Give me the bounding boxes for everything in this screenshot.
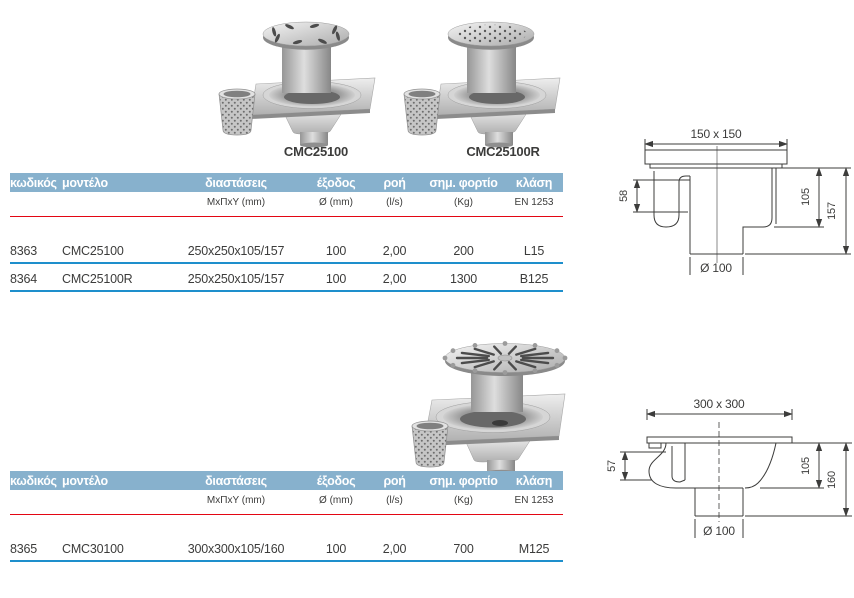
subheader-code <box>10 192 62 217</box>
col-header-class: κλάση <box>505 173 563 192</box>
drawing1-dimensions: 150 x 150 58 105 157 Ø 100 <box>618 127 851 275</box>
cell-dimensions: 250x250x105/157 <box>167 236 305 264</box>
cell-load: 1300 <box>422 263 505 292</box>
grate-disc-slotted <box>262 21 350 50</box>
dim-body-height: 105 <box>800 188 812 206</box>
col-header-outlet: έξοδος <box>305 173 367 192</box>
subheader-class: EN 1253 <box>505 490 563 515</box>
cell-flow: 2,00 <box>367 534 422 562</box>
col-header-flow: ροή <box>367 173 422 192</box>
subheader-flow: (l/s) <box>367 192 422 217</box>
grate-disc-perforated <box>447 21 535 50</box>
grate-disc-sunburst <box>442 341 568 376</box>
table2-row-8365: 8365 CMC30100 300x300x105/160 100 2,00 7… <box>10 534 563 562</box>
col-header-load: σημ. φορτίο <box>422 471 505 490</box>
col-header-outlet: έξοδος <box>305 471 367 490</box>
table2-subheader-row: MxΠxY (mm) Ø (mm) (l/s) (Kg) EN 1253 <box>10 490 563 515</box>
table2-spacer-row <box>10 515 563 535</box>
cell-model: CMC30100 <box>62 534 167 562</box>
col-header-dimensions: διαστάσεις <box>167 173 305 192</box>
product-photo-cmc25100r <box>403 21 561 148</box>
basket-strainer <box>218 88 256 136</box>
cell-dimensions: 300x300x105/160 <box>167 534 305 562</box>
cell-class: B125 <box>505 263 563 292</box>
product-label-cmc25100r: CMC25100R <box>466 144 540 159</box>
cell-outlet: 100 <box>305 263 367 292</box>
cell-model: CMC25100 <box>62 236 167 264</box>
subheader-model <box>62 490 167 515</box>
dimension-drawing-cmc25100: 150 x 150 58 105 157 Ø 100 <box>618 127 851 275</box>
cell-load: 700 <box>422 534 505 562</box>
drawing2-dimensions: 300 x 300 57 105 160 Ø 100 <box>606 397 852 538</box>
col-header-model: μοντέλο <box>62 471 167 490</box>
subheader-flow: (l/s) <box>367 490 422 515</box>
table1-spacer-row <box>10 217 563 237</box>
basket-strainer <box>411 420 449 468</box>
product-label-cmc25100: CMC25100 <box>283 144 349 159</box>
product-photo-cmc30100 <box>411 341 568 473</box>
col-header-flow: ροή <box>367 471 422 490</box>
table2-header-row: κωδικός μοντέλο διαστάσεις έξοδος ροή ση… <box>10 471 563 490</box>
table1-subheader-row: MxΠxY (mm) Ø (mm) (l/s) (Kg) EN 1253 <box>10 192 563 217</box>
dim-flange-size: 150 x 150 <box>691 127 742 141</box>
cell-dimensions: 250x250x105/157 <box>167 263 305 292</box>
basket-strainer <box>403 88 441 136</box>
subheader-load: (Kg) <box>422 490 505 515</box>
cell-outlet: 100 <box>305 534 367 562</box>
dim-body-height: 105 <box>800 457 812 475</box>
dim-total-height: 160 <box>826 471 838 489</box>
spec-table-1: κωδικός μοντέλο διαστάσεις έξοδος ροή ση… <box>10 173 563 292</box>
cell-class: L15 <box>505 236 563 264</box>
dim-inlet-height: 57 <box>606 460 618 472</box>
cell-flow: 2,00 <box>367 263 422 292</box>
table1-header-row: κωδικός μοντέλο διαστάσεις έξοδος ροή ση… <box>10 173 563 192</box>
subheader-outlet: Ø (mm) <box>305 490 367 515</box>
dim-inlet-height: 58 <box>618 190 630 202</box>
cell-class: M125 <box>505 534 563 562</box>
product-photo-cmc25100 <box>218 21 376 148</box>
dim-outlet-diameter: Ø 100 <box>700 261 732 275</box>
cell-flow: 2,00 <box>367 236 422 264</box>
drawing1-geometry <box>633 146 788 263</box>
subheader-model <box>62 192 167 217</box>
subheader-code <box>10 490 62 515</box>
subheader-dimensions: MxΠxY (mm) <box>167 490 305 515</box>
drawing2-geometry <box>646 422 793 522</box>
table1-row-8364: 8364 CMC25100R 250x250x105/157 100 2,00 … <box>10 263 563 292</box>
subheader-dimensions: MxΠxY (mm) <box>167 192 305 217</box>
dim-outlet-diameter: Ø 100 <box>703 524 735 538</box>
col-header-model: μοντέλο <box>62 173 167 192</box>
dimension-drawing-cmc30100: 300 x 300 57 105 160 Ø 100 <box>606 397 852 538</box>
col-header-code: κωδικός <box>10 471 62 490</box>
table1-row-8363: 8363 CMC25100 250x250x105/157 100 2,00 2… <box>10 236 563 264</box>
cell-load: 200 <box>422 236 505 264</box>
dim-total-height: 157 <box>826 202 838 220</box>
subheader-outlet: Ø (mm) <box>305 192 367 217</box>
spec-table-2: κωδικός μοντέλο διαστάσεις έξοδος ροή ση… <box>10 471 563 562</box>
dim-flange-size: 300 x 300 <box>694 397 745 411</box>
cell-code: 8363 <box>10 236 62 264</box>
col-header-load: σημ. φορτίο <box>422 173 505 192</box>
col-header-class: κλάση <box>505 471 563 490</box>
subheader-class: EN 1253 <box>505 192 563 217</box>
cell-model: CMC25100R <box>62 263 167 292</box>
subheader-load: (Kg) <box>422 192 505 217</box>
col-header-code: κωδικός <box>10 173 62 192</box>
cell-code: 8365 <box>10 534 62 562</box>
cell-code: 8364 <box>10 263 62 292</box>
col-header-dimensions: διαστάσεις <box>167 471 305 490</box>
cell-outlet: 100 <box>305 236 367 264</box>
